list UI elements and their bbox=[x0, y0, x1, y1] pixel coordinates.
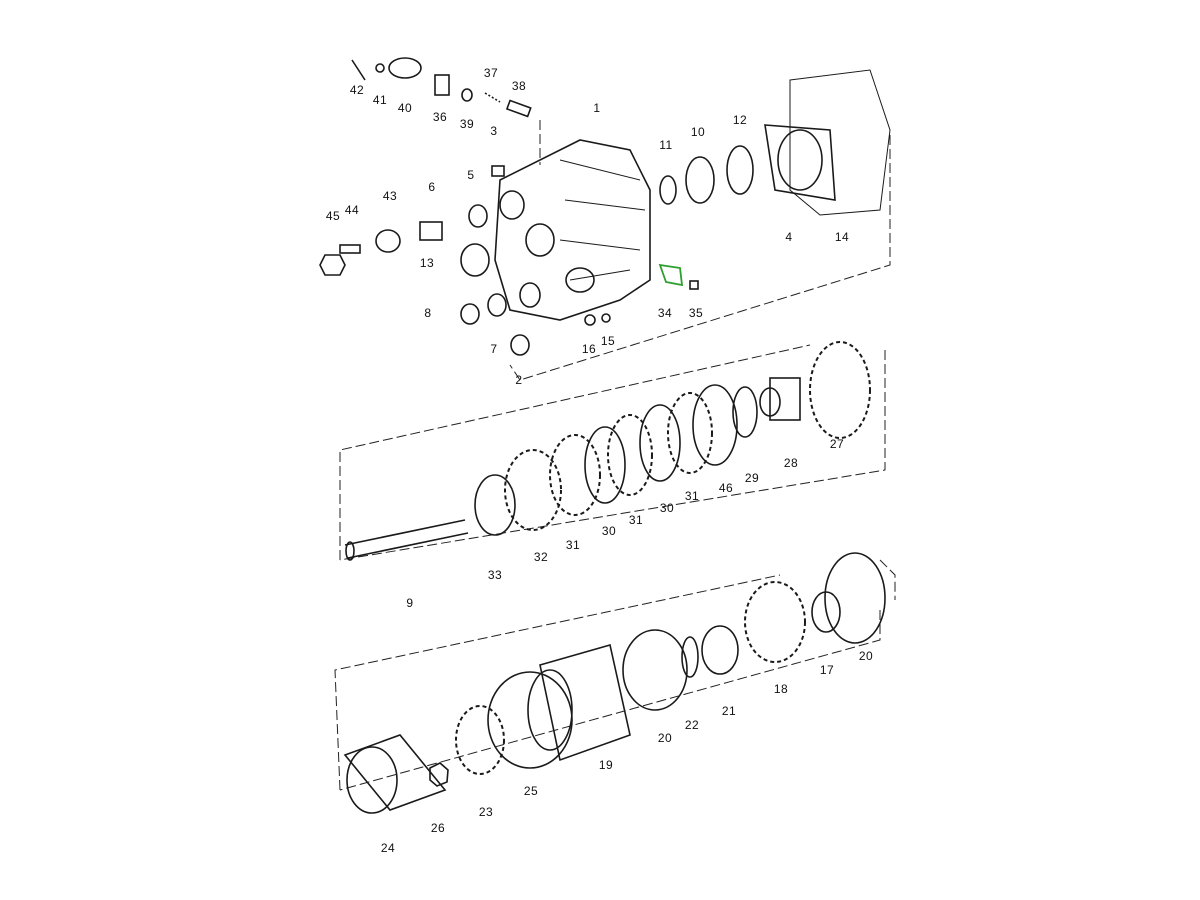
part-number-label-26: 26 bbox=[430, 821, 446, 835]
part-number-label-45: 45 bbox=[325, 209, 341, 223]
part-number-label-2: 2 bbox=[515, 373, 523, 387]
part-number-label-11: 11 bbox=[659, 138, 673, 152]
part-number-label-41: 41 bbox=[372, 93, 388, 107]
small-parts-top bbox=[319, 57, 891, 356]
part-number-label-22: 22 bbox=[684, 718, 700, 732]
part-number-label-30: 30 bbox=[601, 524, 617, 538]
part-number-label-6: 6 bbox=[428, 180, 436, 194]
part-number-label-28: 28 bbox=[783, 456, 799, 470]
part-number-label-37: 37 bbox=[483, 66, 499, 80]
part-number-label-20: 20 bbox=[858, 649, 874, 663]
part-number-label-15: 15 bbox=[600, 334, 616, 348]
part-number-label-40: 40 bbox=[397, 101, 413, 115]
part-number-label-21: 21 bbox=[721, 704, 737, 718]
part-number-label-20: 20 bbox=[657, 731, 673, 745]
part-number-label-7: 7 bbox=[490, 342, 498, 356]
part-number-label-32: 32 bbox=[533, 550, 549, 564]
part-number-label-19: 19 bbox=[598, 758, 614, 772]
part-number-label-31: 31 bbox=[628, 513, 644, 527]
part-number-label-29: 29 bbox=[744, 471, 760, 485]
part-number-label-43: 43 bbox=[382, 189, 398, 203]
part-number-label-30: 30 bbox=[659, 501, 675, 515]
part-number-label-23: 23 bbox=[478, 805, 494, 819]
part-number-label-1: 1 bbox=[593, 101, 601, 115]
part-number-label-25: 25 bbox=[523, 784, 539, 798]
panel-frame-lines bbox=[334, 120, 896, 791]
part-number-label-27: 27 bbox=[829, 437, 845, 451]
part-number-label-3: 3 bbox=[490, 124, 498, 138]
part-number-label-12: 12 bbox=[732, 113, 748, 127]
part-number-label-16: 16 bbox=[581, 342, 597, 356]
part-number-label-10: 10 bbox=[690, 125, 706, 139]
clutch-pack bbox=[344, 341, 871, 561]
part-number-label-35: 35 bbox=[688, 306, 704, 320]
part-number-label-44: 44 bbox=[344, 203, 360, 217]
bracket-34-highlighted bbox=[658, 263, 684, 287]
part-number-label-14: 14 bbox=[834, 230, 850, 244]
transmission-housing bbox=[494, 139, 651, 321]
part-number-label-46: 46 bbox=[718, 481, 734, 495]
part-number-label-5: 5 bbox=[467, 168, 475, 182]
part-number-label-4: 4 bbox=[785, 230, 793, 244]
part-number-label-34: 34 bbox=[657, 306, 673, 320]
part-number-label-31: 31 bbox=[565, 538, 581, 552]
part-number-label-31: 31 bbox=[684, 489, 700, 503]
part-number-label-42: 42 bbox=[349, 83, 365, 97]
part-number-label-33: 33 bbox=[487, 568, 503, 582]
part-number-label-39: 39 bbox=[459, 117, 475, 131]
part-number-label-24: 24 bbox=[380, 841, 396, 855]
planetary-set bbox=[343, 552, 886, 814]
part-number-label-18: 18 bbox=[773, 682, 789, 696]
part-number-label-8: 8 bbox=[424, 306, 432, 320]
part-number-label-9: 9 bbox=[406, 596, 414, 610]
part-number-label-38: 38 bbox=[511, 79, 527, 93]
part-number-label-17: 17 bbox=[819, 663, 835, 677]
part-number-label-36: 36 bbox=[432, 110, 448, 124]
part-number-label-13: 13 bbox=[419, 256, 435, 270]
